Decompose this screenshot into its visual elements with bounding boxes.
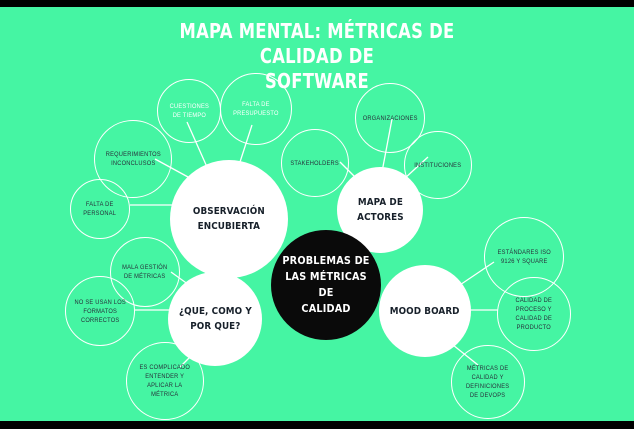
leaf-node-stakeholders[interactable]: STAKEHOLDERS [281,129,349,197]
leaf-node-metricas-de-calidad-y-definiciones-de-devops[interactable]: MÉTRICAS DE CALIDAD Y DEFINICIONES DE DE… [451,345,525,419]
leaf-label: REQUERIMIENTOS INCONCLUSOS [105,151,161,167]
hub-label: PROBLEMAS DE LAS MÉTRICAS DE CALIDAD [282,254,370,315]
leaf-node-no-se-usan-los-formatos-correctos[interactable]: NO SE USAN LOS FORMATOS CORRECTOS [65,276,135,346]
branch-node-mood-board[interactable]: MOOD BOARD [379,265,471,357]
leaf-label: MALA GESTIÓN DE MÉTRICAS [122,264,168,280]
leaf-label: NO SE USAN LOS FORMATOS CORRECTOS [74,298,126,324]
leaf-node-cuestiones-de-tiempo[interactable]: CUESTIONES DE TIEMPO [157,79,221,143]
page-title: MAPA MENTAL: MÉTRICAS DE CALIDAD DE SOFT… [179,19,455,93]
hub-node-problemas-de-las-metricas-de-calidad[interactable]: PROBLEMAS DE LAS MÉTRICAS DE CALIDAD [271,230,381,340]
leaf-node-falta-de-personal[interactable]: FALTA DE PERSONAL [70,179,130,239]
leaf-label: ESTÁNDARES ISO 9126 Y SQUARE [497,249,551,265]
leaf-label: CALIDAD DE PROCESO Y CALIDAD DE PRODUCTO [515,297,553,331]
leaf-label: INSTITUCIONES [414,161,462,169]
branch-label: MOOD BOARD [390,305,460,317]
leaf-node-es-complicado-entender-y-aplicar-la-metrica[interactable]: ES COMPLICADO ENTENDER Y APLICAR LA MÉTR… [126,342,204,420]
leaf-label: ES COMPLICADO ENTENDER Y APLICAR LA MÉTR… [139,364,191,398]
leaf-label: FALTA DE PERSONAL [83,201,117,217]
leaf-label: STAKEHOLDERS [290,159,340,167]
leaf-label: FALTA DE PRESUPUESTO [233,101,279,117]
branch-node-observacion-encubierta[interactable]: OBSERVACIÓN ENCUBIERTA [170,160,288,278]
leaf-node-calidad-de-proceso-y-calidad-de-producto[interactable]: CALIDAD DE PROCESO Y CALIDAD DE PRODUCTO [497,277,571,351]
leaf-label: ORGANIZACIONES [362,114,418,122]
branch-label: ¿QUE, COMO Y POR QUE? [178,306,252,332]
leaf-label: MÉTRICAS DE CALIDAD Y DEFINICIONES DE DE… [466,365,510,399]
branch-label: MAPA DE ACTORES [356,197,404,223]
mind-map-board: MAPA MENTAL: MÉTRICAS DE CALIDAD DE SOFT… [0,7,634,421]
leaf-label: CUESTIONES DE TIEMPO [169,103,209,119]
branch-label: OBSERVACIÓN ENCUBIERTA [193,206,265,232]
leaf-node-falta-de-presupuesto[interactable]: FALTA DE PRESUPUESTO [220,73,292,145]
branch-node-que-como-y-por-que[interactable]: ¿QUE, COMO Y POR QUE? [168,272,262,366]
